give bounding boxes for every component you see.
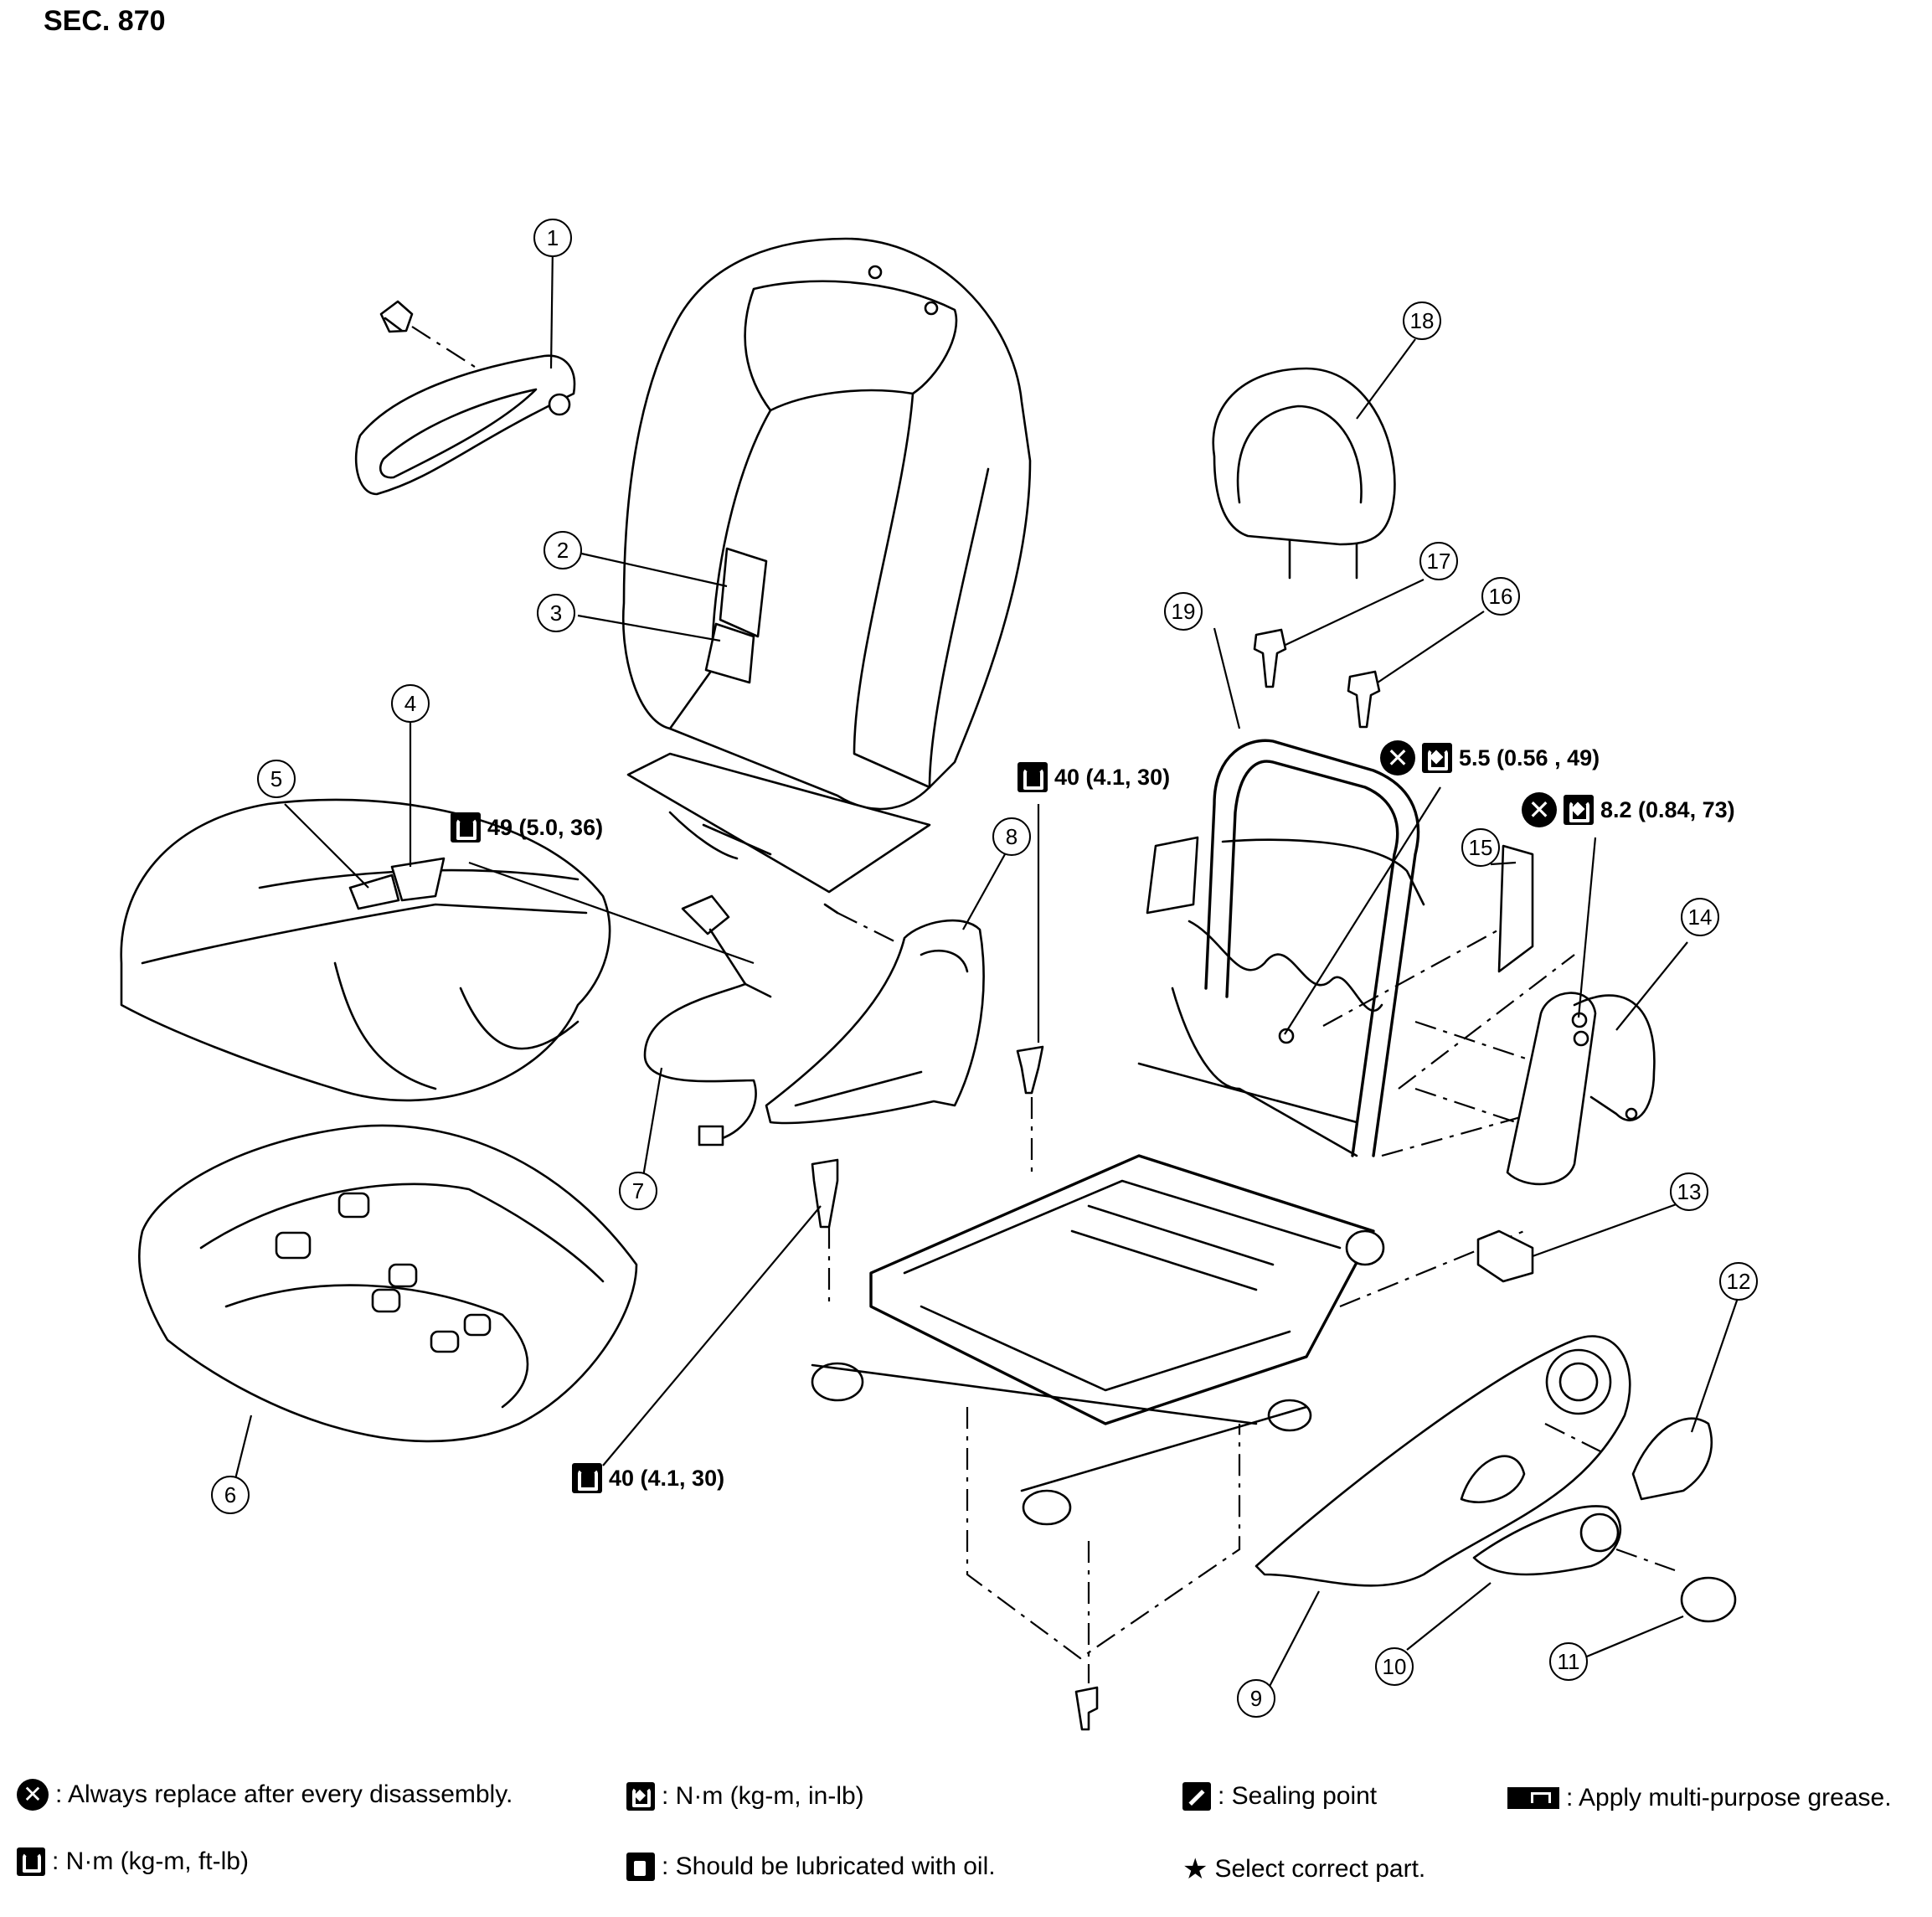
legend-oil: : Should be lubricated with oil. (626, 1853, 996, 1881)
star-icon: ★ (1182, 1853, 1208, 1885)
callout-3: 3 (537, 594, 575, 632)
callout-18: 18 (1403, 301, 1441, 340)
part-7-belt-buckle (641, 894, 772, 1178)
callout-9: 9 (1237, 1679, 1275, 1718)
side-parts (1278, 786, 1688, 1186)
callout-12: 12 (1719, 1262, 1758, 1301)
oil-can-icon (626, 1853, 655, 1881)
headrest-guides (1253, 579, 1485, 729)
callout-16: 16 (1481, 577, 1520, 616)
torque-ftlb-icon (451, 812, 481, 843)
legend-always-replace: ✕ : Always replace after every disassemb… (17, 1779, 513, 1811)
callout-10: 10 (1375, 1647, 1414, 1686)
torque-inlb-icon (1564, 795, 1594, 825)
part-18-headrest (1212, 338, 1416, 580)
sealing-icon (1182, 1782, 1211, 1811)
torque-inlb-icon (1422, 743, 1452, 773)
callout-19: 19 (1164, 592, 1203, 631)
torque-value: 40 (4.1, 30) (609, 1465, 725, 1491)
callout-1: 1 (533, 219, 572, 257)
torque-ftlb-icon (17, 1847, 45, 1876)
legend-nm-inlb: : N·m (kg-m, in-lb) (626, 1782, 864, 1811)
callout-14: 14 (1681, 898, 1719, 936)
part-6-cushion-pad (137, 1124, 638, 1483)
part-13-clip (1476, 1200, 1684, 1283)
torque-label-nut-55: ✕ 5.5 (0.56 , 49) (1380, 740, 1600, 776)
callout-2: 2 (544, 531, 582, 569)
callout-5: 5 (257, 760, 296, 798)
seat-cushion (120, 703, 755, 1102)
legend-grease: : Apply multi-purpose grease. (1507, 1784, 1892, 1812)
torque-label-lower-bolt: 40 (4.1, 30) (572, 1463, 724, 1493)
always-replace-icon: ✕ (17, 1779, 49, 1811)
part-8-bracket (765, 853, 1006, 1125)
torque-label-seatbelt: 49 (5.0, 36) (451, 812, 603, 843)
callout-6: 6 (211, 1476, 250, 1514)
callout-13: 13 (1670, 1172, 1708, 1211)
torque-inlb-icon (626, 1782, 655, 1811)
legend-select-part: ★ Select correct part. (1182, 1853, 1426, 1885)
side-cover (1255, 1297, 1739, 1697)
torque-label-upper-bolt: 40 (4.1, 30) (1018, 762, 1170, 792)
bolts (602, 804, 1099, 1731)
callout-4: 4 (391, 684, 430, 723)
part-19-seat-frame (811, 627, 1425, 1526)
torque-value: 49 (5.0, 36) (487, 814, 604, 840)
always-replace-icon: ✕ (1522, 792, 1557, 827)
torque-ftlb-icon (572, 1463, 602, 1493)
torque-value: 40 (4.1, 30) (1054, 764, 1171, 790)
torque-label-nut-82: ✕ 8.2 (0.84, 73) (1522, 792, 1735, 827)
seatback (577, 237, 1032, 894)
callout-7: 7 (619, 1172, 657, 1210)
callout-17: 17 (1419, 542, 1458, 580)
torque-value: 8.2 (0.84, 73) (1600, 796, 1735, 822)
legend-nm-ftlb: : N·m (kg-m, ft-lb) (17, 1847, 249, 1876)
callout-15: 15 (1461, 828, 1500, 867)
torque-value: 5.5 (0.56 , 49) (1459, 745, 1600, 770)
callout-11: 11 (1549, 1642, 1588, 1681)
torque-ftlb-icon (1018, 762, 1048, 792)
grease-icon (1507, 1787, 1559, 1809)
section-label: SEC. 870 (44, 5, 166, 37)
part-1-side-trim (354, 245, 576, 496)
legend-sealing: : Sealing point (1182, 1782, 1377, 1811)
callout-8: 8 (992, 817, 1031, 856)
always-replace-icon: ✕ (1380, 740, 1415, 776)
